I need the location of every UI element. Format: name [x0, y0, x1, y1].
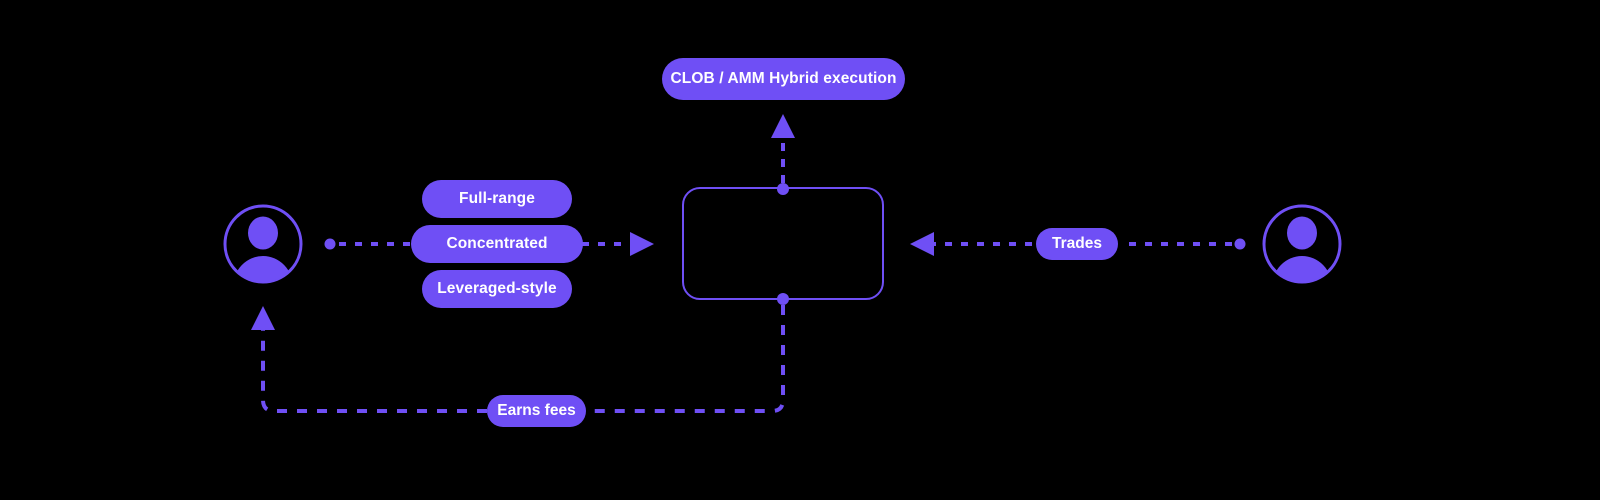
- edge-label-text: Earns fees: [497, 402, 576, 420]
- pool-box[interactable]: [682, 187, 884, 300]
- execution-pill-label: CLOB / AMM Hybrid execution: [670, 70, 897, 88]
- edge-label-trades[interactable]: Trades: [1036, 228, 1118, 260]
- position-type-label: Full-range: [459, 190, 535, 208]
- person-avatar-icon: [1262, 204, 1342, 284]
- liquidity-provider-avatar[interactable]: [222, 203, 304, 285]
- edge-label-earns-fees[interactable]: Earns fees: [487, 395, 586, 427]
- execution-pill[interactable]: CLOB / AMM Hybrid execution: [662, 58, 905, 100]
- position-type-label: Leveraged-style: [437, 280, 557, 298]
- edge-earns-fees: [250, 293, 789, 413]
- position-type-concentrated[interactable]: Concentrated: [411, 225, 583, 263]
- edge-label-text: Trades: [1052, 235, 1102, 253]
- edge-execution: [770, 114, 795, 195]
- position-type-label: Concentrated: [446, 235, 548, 253]
- position-type-full-range[interactable]: Full-range: [422, 180, 572, 218]
- person-avatar-icon: [223, 204, 303, 284]
- position-type-leveraged-style[interactable]: Leveraged-style: [422, 270, 572, 308]
- edge-provide-liquidity-left: [324, 238, 414, 250]
- edge-trades: [910, 232, 1246, 257]
- trader-avatar[interactable]: [1261, 203, 1343, 285]
